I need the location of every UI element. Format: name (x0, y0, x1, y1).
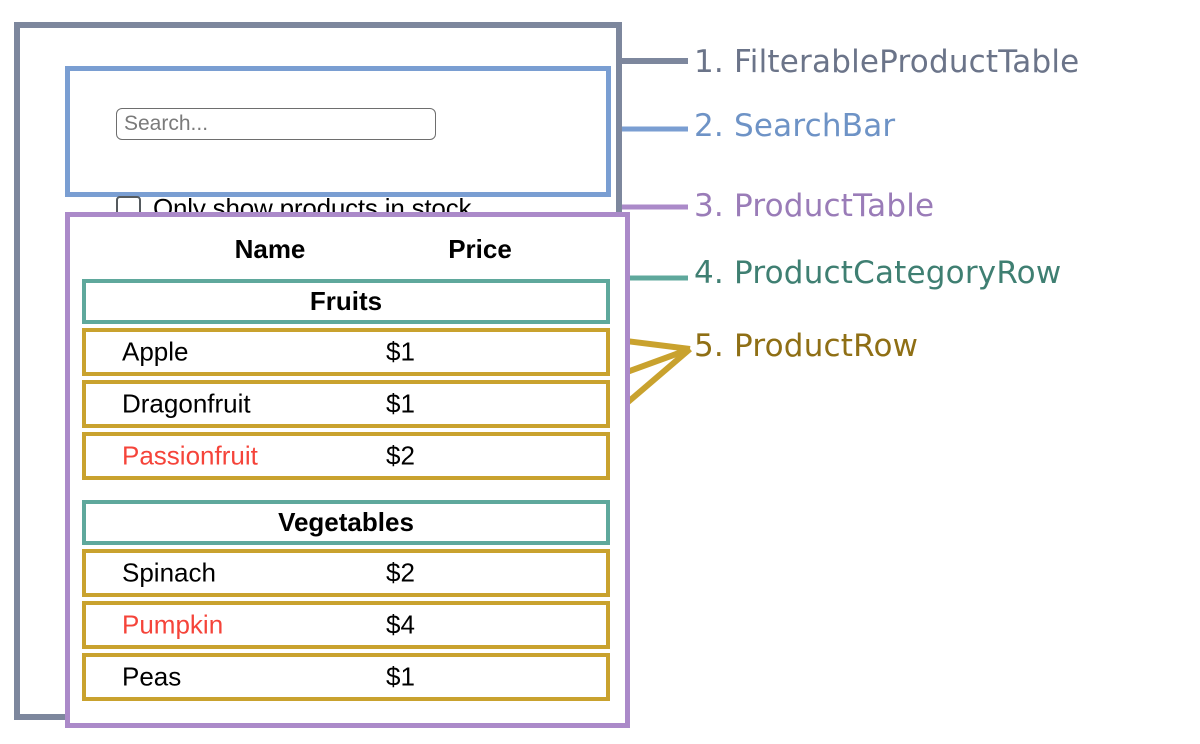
table-body: Fruits Apple $1 Dragonfruit $1 Passionfr… (82, 279, 610, 705)
column-header-name: Name (234, 233, 306, 264)
column-header-price: Price (448, 233, 512, 264)
product-price: $2 (386, 557, 415, 588)
search-input[interactable] (116, 108, 436, 140)
section-spacer (82, 484, 610, 500)
product-price: $2 (386, 440, 415, 471)
product-row: Spinach $2 (82, 549, 610, 597)
category-label: Vegetables (278, 507, 414, 537)
product-row: Pumpkin $4 (82, 601, 610, 649)
search-bar-frame: Only show products in stock (65, 66, 611, 223)
product-name: Spinach (122, 557, 216, 588)
product-price: $1 (386, 661, 415, 692)
legend-item-productrow: 5. ProductRow (694, 328, 919, 364)
product-table-frame: Name Price Fruits Apple $1 Dragonfruit $… (65, 212, 630, 728)
product-name: Dragonfruit (122, 388, 251, 419)
product-row: Dragonfruit $1 (82, 380, 610, 428)
product-row: Peas $1 (82, 653, 610, 701)
product-name: Passionfruit (122, 440, 258, 471)
table-header-row: Name Price (70, 229, 625, 269)
product-category-row: Vegetables (82, 500, 610, 545)
product-name: Apple (122, 336, 189, 367)
product-name: Pumpkin (122, 609, 224, 640)
legend-item-filterableproducttable: 1. FilterableProductTable (694, 44, 1080, 80)
product-row: Passionfruit $2 (82, 432, 610, 480)
filterable-product-table-frame: Only show products in stock Name Price F… (14, 22, 630, 728)
product-category-row: Fruits (82, 279, 610, 324)
product-price: $4 (386, 609, 415, 640)
product-row: Apple $1 (82, 328, 610, 376)
product-name: Peas (122, 661, 182, 692)
product-price: $1 (386, 388, 415, 419)
legend-item-productcategoryrow: 4. ProductCategoryRow (694, 255, 1062, 291)
product-price: $1 (386, 336, 415, 367)
legend-item-producttable: 3. ProductTable (694, 188, 935, 224)
category-label: Fruits (309, 286, 383, 316)
legend-item-searchbar: 2. SearchBar (694, 108, 896, 144)
